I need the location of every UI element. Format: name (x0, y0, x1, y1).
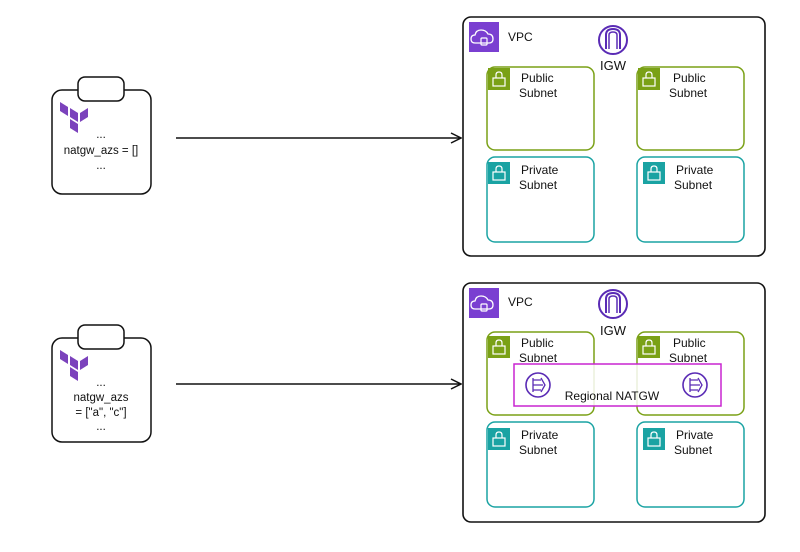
terraform-icon (60, 102, 88, 133)
natgw-label: Regional NATGW (565, 389, 660, 403)
private-subnet: Private Subnet (486, 156, 595, 243)
terraform-icon (60, 350, 88, 381)
clipboard-line-3: ... (96, 160, 106, 172)
igw-label: IGW (600, 58, 627, 73)
vpc-label: VPC (508, 295, 533, 309)
private-subnet: Private Subnet (636, 421, 745, 508)
public-subnet: Public Subnet (636, 331, 745, 416)
vpc-icon (469, 22, 499, 52)
lock-icon (638, 336, 660, 358)
lock-icon (643, 162, 665, 184)
terraform-clipboard: ... natgw_azs = ["a", "c"] ... (51, 324, 152, 443)
vpc-container: VPC IGW Public Subnet (462, 282, 766, 523)
subnet-label-line1: Private (676, 428, 714, 442)
igw-icon (598, 289, 628, 319)
diagram-bottom: ... natgw_azs = ["a", "c"] ... VPC IGW (51, 282, 766, 523)
subnet-label-line2: Subnet (519, 178, 558, 192)
nat-gateway-icon (525, 372, 551, 398)
subnet-label-line1: Public (521, 336, 554, 350)
vpc-label: VPC (508, 30, 533, 44)
vpc-icon (469, 288, 499, 318)
public-subnet: Public Subnet (636, 66, 745, 151)
clipboard-line-2: natgw_azs (74, 392, 129, 404)
subnet-label-line1: Private (521, 428, 559, 442)
igw-icon (598, 25, 628, 55)
public-subnet: Public Subnet (486, 331, 595, 416)
clipboard-line-4: ... (96, 421, 106, 433)
subnet-label-line2: Subnet (669, 86, 708, 100)
lock-icon (638, 68, 660, 90)
subnet-label-line1: Private (521, 163, 559, 177)
subnet-label-line1: Public (521, 71, 554, 85)
terraform-clipboard: ... natgw_azs = [] ... (51, 76, 152, 195)
nat-gateway-icon (682, 372, 708, 398)
public-subnet: Public Subnet (486, 66, 595, 151)
lock-icon (488, 428, 510, 450)
clipboard-line-1: ... (96, 129, 106, 141)
vpc-border (462, 16, 766, 257)
subnet-label-line2: Subnet (674, 178, 713, 192)
diagram-top: ... natgw_azs = [] ... VPC IGW (51, 16, 766, 257)
clipboard-line-3: = ["a", "c"] (75, 407, 126, 419)
clipboard-board (51, 89, 152, 195)
subnet-label-line2: Subnet (519, 443, 558, 457)
regional-natgw: Regional NATGW (513, 363, 722, 407)
subnet-label-line1: Public (673, 336, 706, 350)
clipboard-clip (77, 324, 125, 350)
clipboard-line-1: ... (96, 377, 106, 389)
lock-icon (488, 162, 510, 184)
subnet-label-line1: Private (676, 163, 714, 177)
subnet-label-line2: Subnet (674, 443, 713, 457)
lock-icon (643, 428, 665, 450)
subnet-label-line1: Public (673, 71, 706, 85)
subnet-label-line2: Subnet (519, 86, 558, 100)
lock-icon (488, 68, 510, 90)
subnet-label-line2: Subnet (669, 351, 708, 365)
subnet-label-line2: Subnet (519, 351, 558, 365)
private-subnet: Private Subnet (636, 156, 745, 243)
igw-label: IGW (600, 323, 627, 338)
vpc-container: VPC IGW Public Subnet (462, 16, 766, 257)
clipboard-line-2: natgw_azs = [] (64, 145, 138, 157)
private-subnet: Private Subnet (486, 421, 595, 508)
clipboard-clip (77, 76, 125, 102)
lock-icon (488, 336, 510, 358)
